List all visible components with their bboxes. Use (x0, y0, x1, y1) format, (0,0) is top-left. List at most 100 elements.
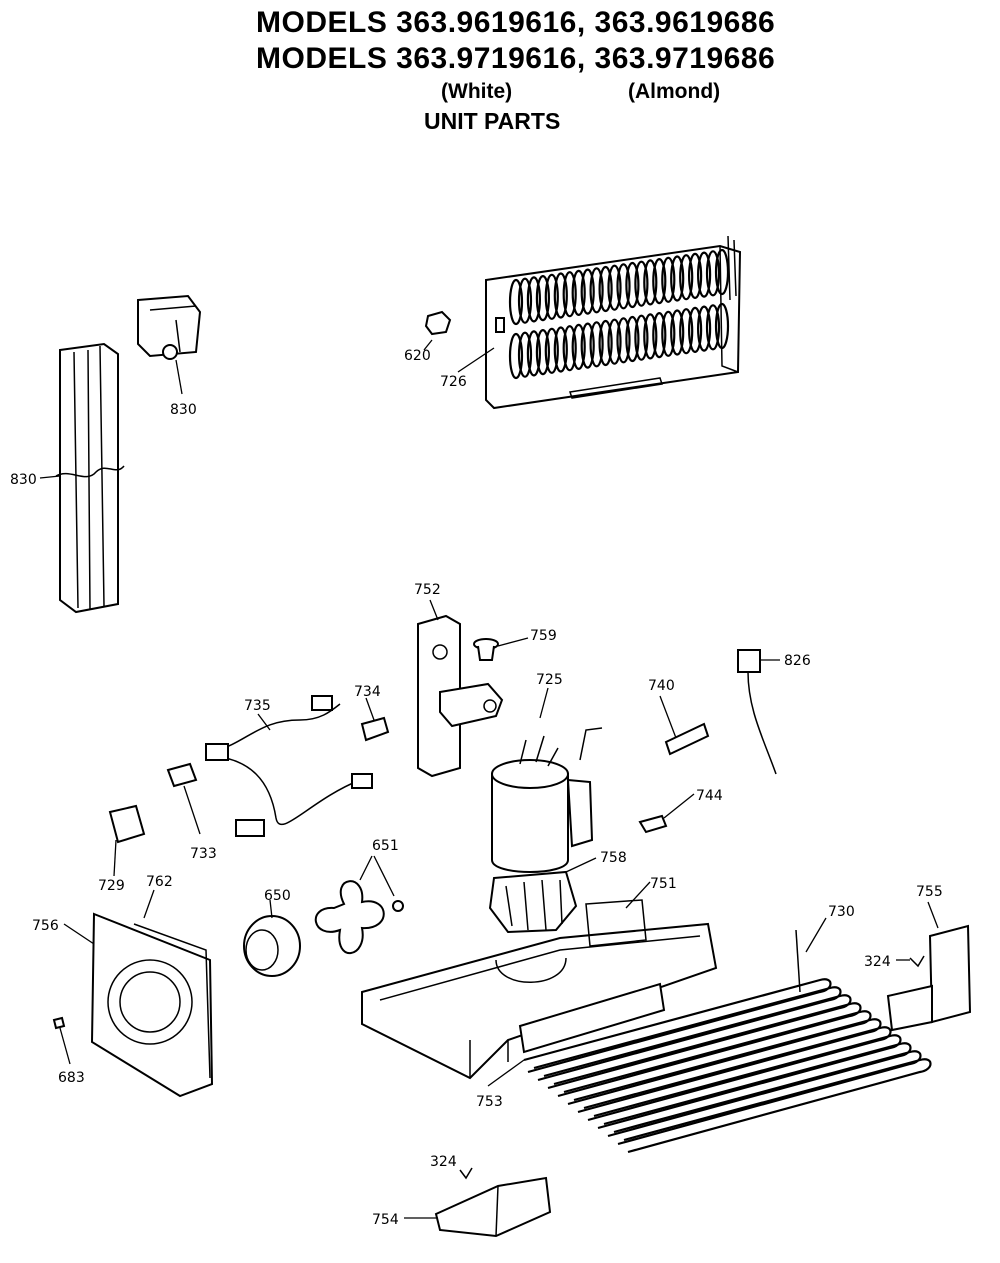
label-762: 762 (146, 874, 173, 890)
evaporator-coil-assembly (485, 235, 742, 410)
coil-turn (607, 318, 622, 365)
part-756-fan-shroud (63, 889, 214, 1098)
label-729: 729 (98, 878, 125, 894)
coil-turn (535, 275, 551, 322)
part-830-thermostat (137, 294, 202, 395)
coil-turn (714, 248, 730, 296)
label-734: 734 (354, 684, 381, 700)
condenser-tube (543, 994, 852, 1090)
part-324-screw-right (896, 955, 925, 968)
coil-turn (652, 312, 667, 359)
label-758: 758 (600, 850, 627, 866)
label-830-top: 830 (170, 402, 197, 418)
label-650: 650 (264, 888, 291, 904)
coil-turn (696, 251, 712, 298)
coil-turn (544, 273, 559, 320)
coil-turn (616, 317, 631, 364)
coil-turn (687, 306, 703, 353)
coil-turn (661, 256, 676, 303)
label-740: 740 (648, 678, 675, 694)
models-line-1: MODELS 363.9619616, 363.9619686 (256, 6, 776, 39)
condenser-tube (603, 1042, 912, 1138)
coil-turn (553, 326, 568, 373)
coil-turn (562, 325, 577, 372)
part-620-clip (423, 310, 452, 351)
part-324-screw-bottom (459, 1167, 473, 1180)
coil-turn (526, 276, 542, 323)
coil-turn (508, 278, 524, 326)
condenser-tube (533, 986, 842, 1082)
coil-turn (571, 323, 586, 370)
part-650-fan-motor (243, 899, 301, 977)
part-651-fan-blade (314, 855, 404, 954)
label-735: 735 (244, 698, 271, 714)
part-826-drier (737, 649, 780, 775)
label-651: 651 (372, 838, 399, 854)
coil-turn (643, 259, 658, 306)
condenser-tube (553, 1002, 862, 1098)
coil-turn (562, 271, 577, 318)
coil-turn (535, 329, 551, 376)
part-830-channel (39, 342, 125, 614)
coil-turn (687, 252, 703, 299)
label-755: 755 (916, 884, 943, 900)
condenser-tube (613, 1050, 922, 1146)
label-751: 751 (650, 876, 677, 892)
coil-turn (616, 263, 631, 310)
coil-turn (598, 265, 613, 313)
label-753: 753 (476, 1094, 503, 1110)
part-729-capacitor (108, 804, 146, 877)
label-726: 726 (440, 374, 467, 390)
label-324-right: 324 (864, 954, 891, 970)
coil-turn (517, 331, 533, 378)
coil-turn (598, 319, 613, 367)
coil-turn (679, 308, 694, 355)
coil-turn (580, 322, 595, 369)
label-759: 759 (530, 628, 557, 644)
coil-turn (705, 304, 721, 351)
part-755-bracket (886, 901, 972, 1032)
coil-turn (679, 254, 694, 301)
label-683: 683 (58, 1070, 85, 1086)
condenser-tube (573, 1018, 882, 1114)
color-almond-label: (Almond) (628, 80, 721, 103)
coil-turn (625, 261, 640, 309)
label-830-left: 830 (10, 472, 37, 488)
part-730-condenser (523, 917, 932, 1154)
part-733-switch (166, 762, 201, 835)
color-white-label: (White) (441, 80, 513, 103)
coil-turn (661, 310, 676, 357)
coil-turn (580, 268, 595, 315)
coil-turn (652, 258, 667, 305)
condenser-tube (593, 1034, 902, 1130)
coil-turn (696, 305, 712, 352)
label-324-bottom: 324 (430, 1154, 457, 1170)
part-758-mount (488, 857, 597, 934)
part-683-screw (52, 1016, 71, 1065)
label-752: 752 (414, 582, 441, 598)
part-752-bracket (417, 599, 504, 778)
coil-turn (634, 260, 649, 307)
coil-turn (517, 277, 533, 324)
label-725: 725 (536, 672, 563, 688)
label-754: 754 (372, 1212, 399, 1228)
coil-turn (544, 327, 559, 374)
part-734-connector (360, 697, 390, 742)
coil-turn (571, 269, 586, 316)
part-759-grommet (473, 637, 529, 661)
coil-turn (553, 272, 568, 319)
condenser-tube (523, 978, 832, 1074)
part-753-rail (487, 982, 666, 1087)
section-title: UNIT PARTS (424, 108, 561, 134)
condenser-tube (623, 1058, 932, 1154)
coil-turn (714, 302, 730, 350)
part-740-relay (659, 695, 710, 756)
coil-turn (670, 255, 685, 302)
label-756: 756 (32, 918, 59, 934)
part-735-harness (205, 695, 373, 837)
part-725-compressor (491, 687, 603, 873)
coil-turn (670, 309, 685, 356)
coil-turn (705, 250, 721, 297)
coil-turn (607, 264, 622, 311)
